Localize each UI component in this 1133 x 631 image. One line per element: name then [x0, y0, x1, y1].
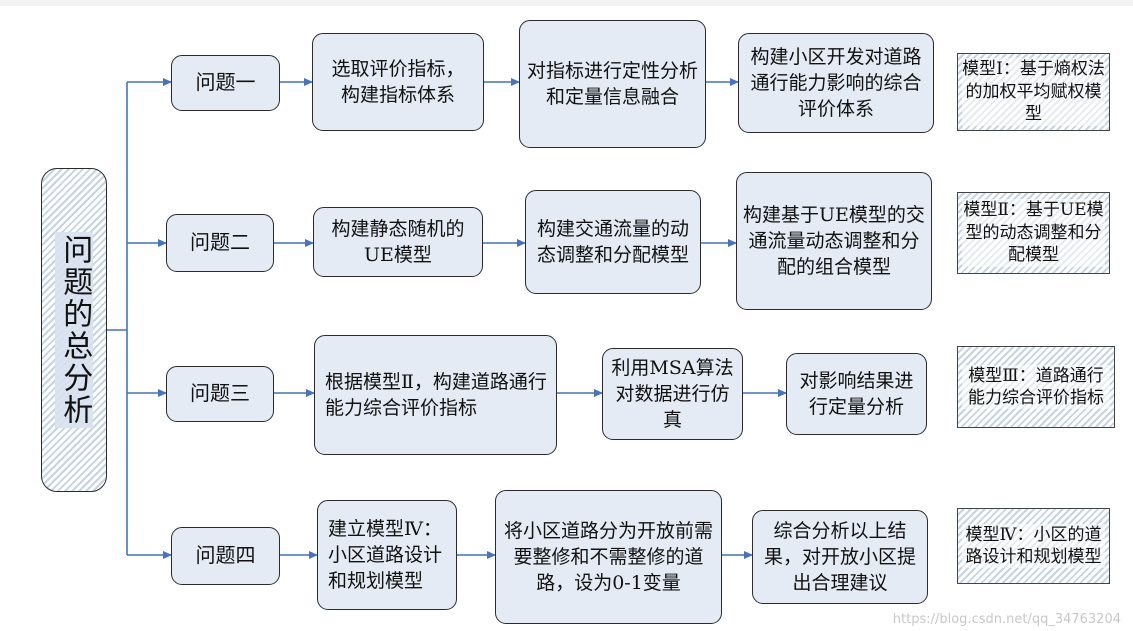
q1-step2-node: 对指标进行定性分析和定量信息融合 — [519, 20, 706, 148]
q1-step1-node: 选取评价指标， 构建指标体系 — [312, 33, 484, 131]
q4-step1-node: 建立模型Ⅳ： 小区道路设计 和规划模型 — [317, 500, 457, 610]
question-1-node: 问题一 — [171, 55, 280, 111]
model-2-box: 模型Ⅱ：基于UE模型的动态调整和分配模型 — [957, 192, 1110, 274]
top-bar — [0, 0, 1133, 6]
model-1-text: 模型Ⅰ：基于熵权法的加权平均赋权模型 — [962, 58, 1105, 126]
model-4-box: 模型Ⅳ：小区的道路设计和规划模型 — [957, 508, 1110, 584]
q3-step1-node: 根据模型Ⅱ，构建道路通行能力综合评价指标 — [314, 335, 557, 455]
q2-step3-node: 构建基于UE模型的交通流量动态调整和分配的组合模型 — [736, 172, 932, 310]
model-3-box: 模型Ⅲ：道路通行能力综合评价指标 — [957, 346, 1115, 428]
q2-step1-node: 构建静态随机的 UE模型 — [313, 207, 483, 277]
model-2-text: 模型Ⅱ：基于UE模型的动态调整和分配模型 — [962, 199, 1105, 267]
q1-step3-node: 构建小区开发对道路通行能力影响的综合评价体系 — [738, 33, 934, 133]
question-4-node: 问题四 — [171, 527, 280, 585]
q3-step2-node: 利用MSA算法对数据进行仿真 — [602, 348, 743, 440]
q3-step3-node: 对影响结果进行定量分析 — [786, 353, 927, 435]
question-3-node: 问题三 — [166, 366, 274, 422]
model-1-box: 模型Ⅰ：基于熵权法的加权平均赋权模型 — [957, 53, 1110, 131]
q4-step2-node: 将小区道路分为开放前需要整修和不需整修的道路，设为0-1变量 — [495, 490, 722, 624]
root-label: 问题的总分析 — [54, 232, 94, 428]
q4-step3-node: 综合分析以上结果，对开放小区提出合理建议 — [752, 510, 928, 604]
q2-step2-node: 构建交通流量的动态调整和分配模型 — [525, 190, 701, 294]
question-2-node: 问题二 — [166, 214, 274, 272]
root-node: 问题的总分析 — [41, 168, 107, 492]
model-3-text: 模型Ⅲ：道路通行能力综合评价指标 — [962, 364, 1110, 410]
watermark-url: https://blog.csdn.net/qq_34763204 — [892, 612, 1121, 627]
model-4-text: 模型Ⅳ：小区的道路设计和规划模型 — [962, 523, 1105, 569]
